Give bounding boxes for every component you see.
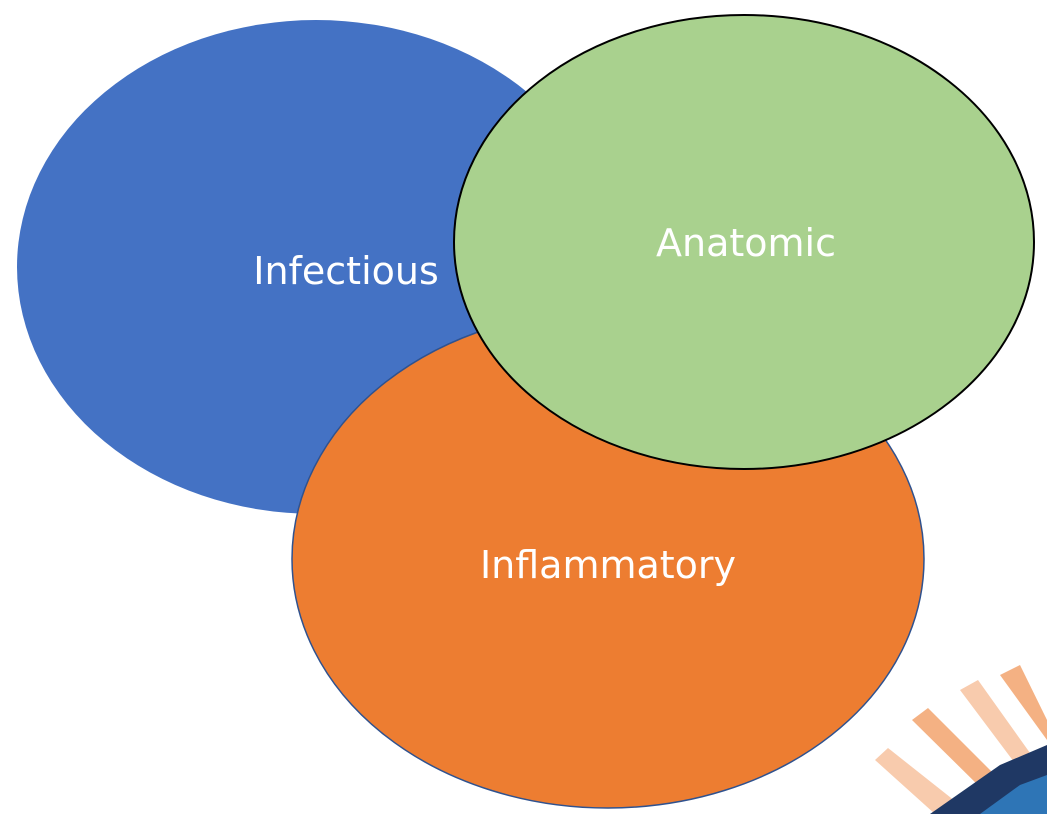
- corner-logo-graphic: [875, 665, 1047, 814]
- label-inflammatory: Inflammatory: [480, 543, 736, 587]
- label-anatomic: Anatomic: [656, 221, 836, 265]
- label-infectious: Infectious: [253, 249, 439, 293]
